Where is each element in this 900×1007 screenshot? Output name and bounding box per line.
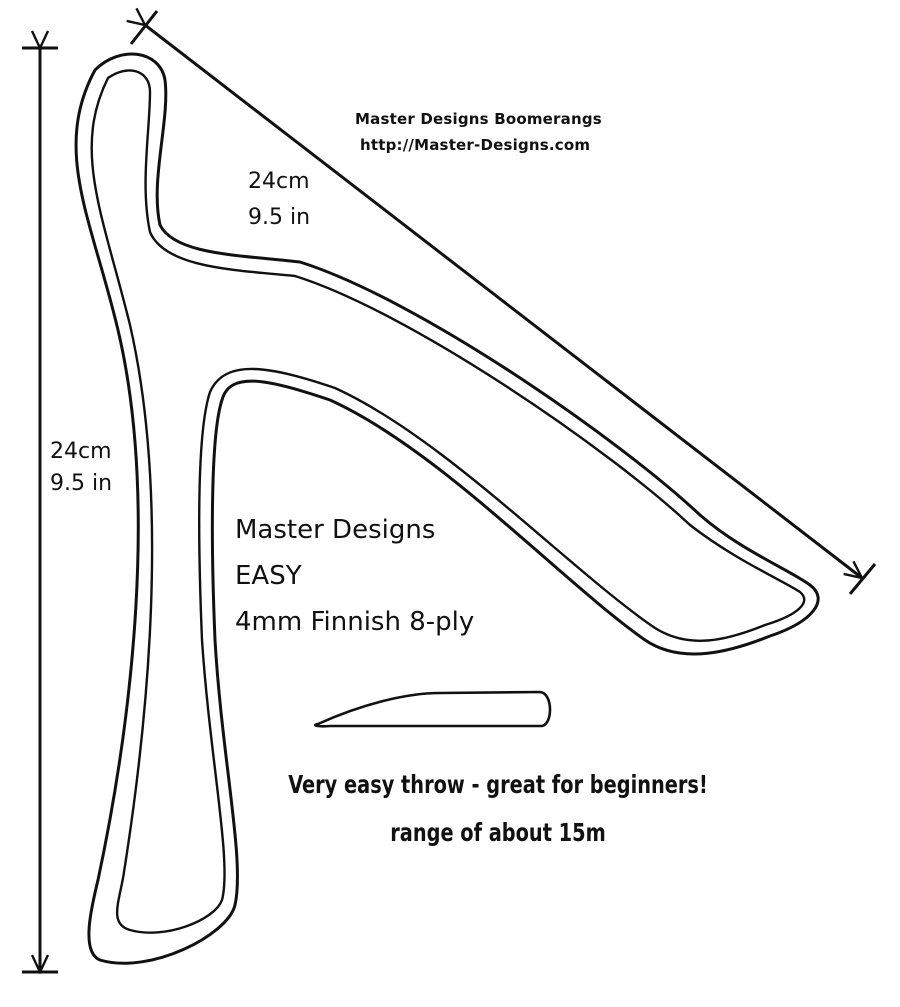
diagonal-dimension <box>131 11 877 595</box>
vertical-dimension <box>22 48 58 972</box>
airfoil-cross-section <box>314 690 552 728</box>
diagonal-length-in: 9.5 in <box>248 205 311 230</box>
brand-url[interactable]: http://Master-Designs.com <box>360 136 591 154</box>
throw-note: Very easy throw - great for beginners! <box>288 770 708 799</box>
vertical-length-cm: 24cm <box>50 439 112 464</box>
model-material: 4mm Finnish 8-ply <box>235 607 475 637</box>
vertical-length-in: 9.5 in <box>50 471 113 496</box>
brand-name: Master Designs Boomerangs <box>355 110 602 128</box>
boomerang-inner-outline <box>90 69 806 934</box>
diagonal-length-cm: 24cm <box>248 169 310 194</box>
range-note: range of about 15m <box>390 818 606 847</box>
model-maker: Master Designs <box>235 515 436 545</box>
model-name: EASY <box>235 561 302 591</box>
